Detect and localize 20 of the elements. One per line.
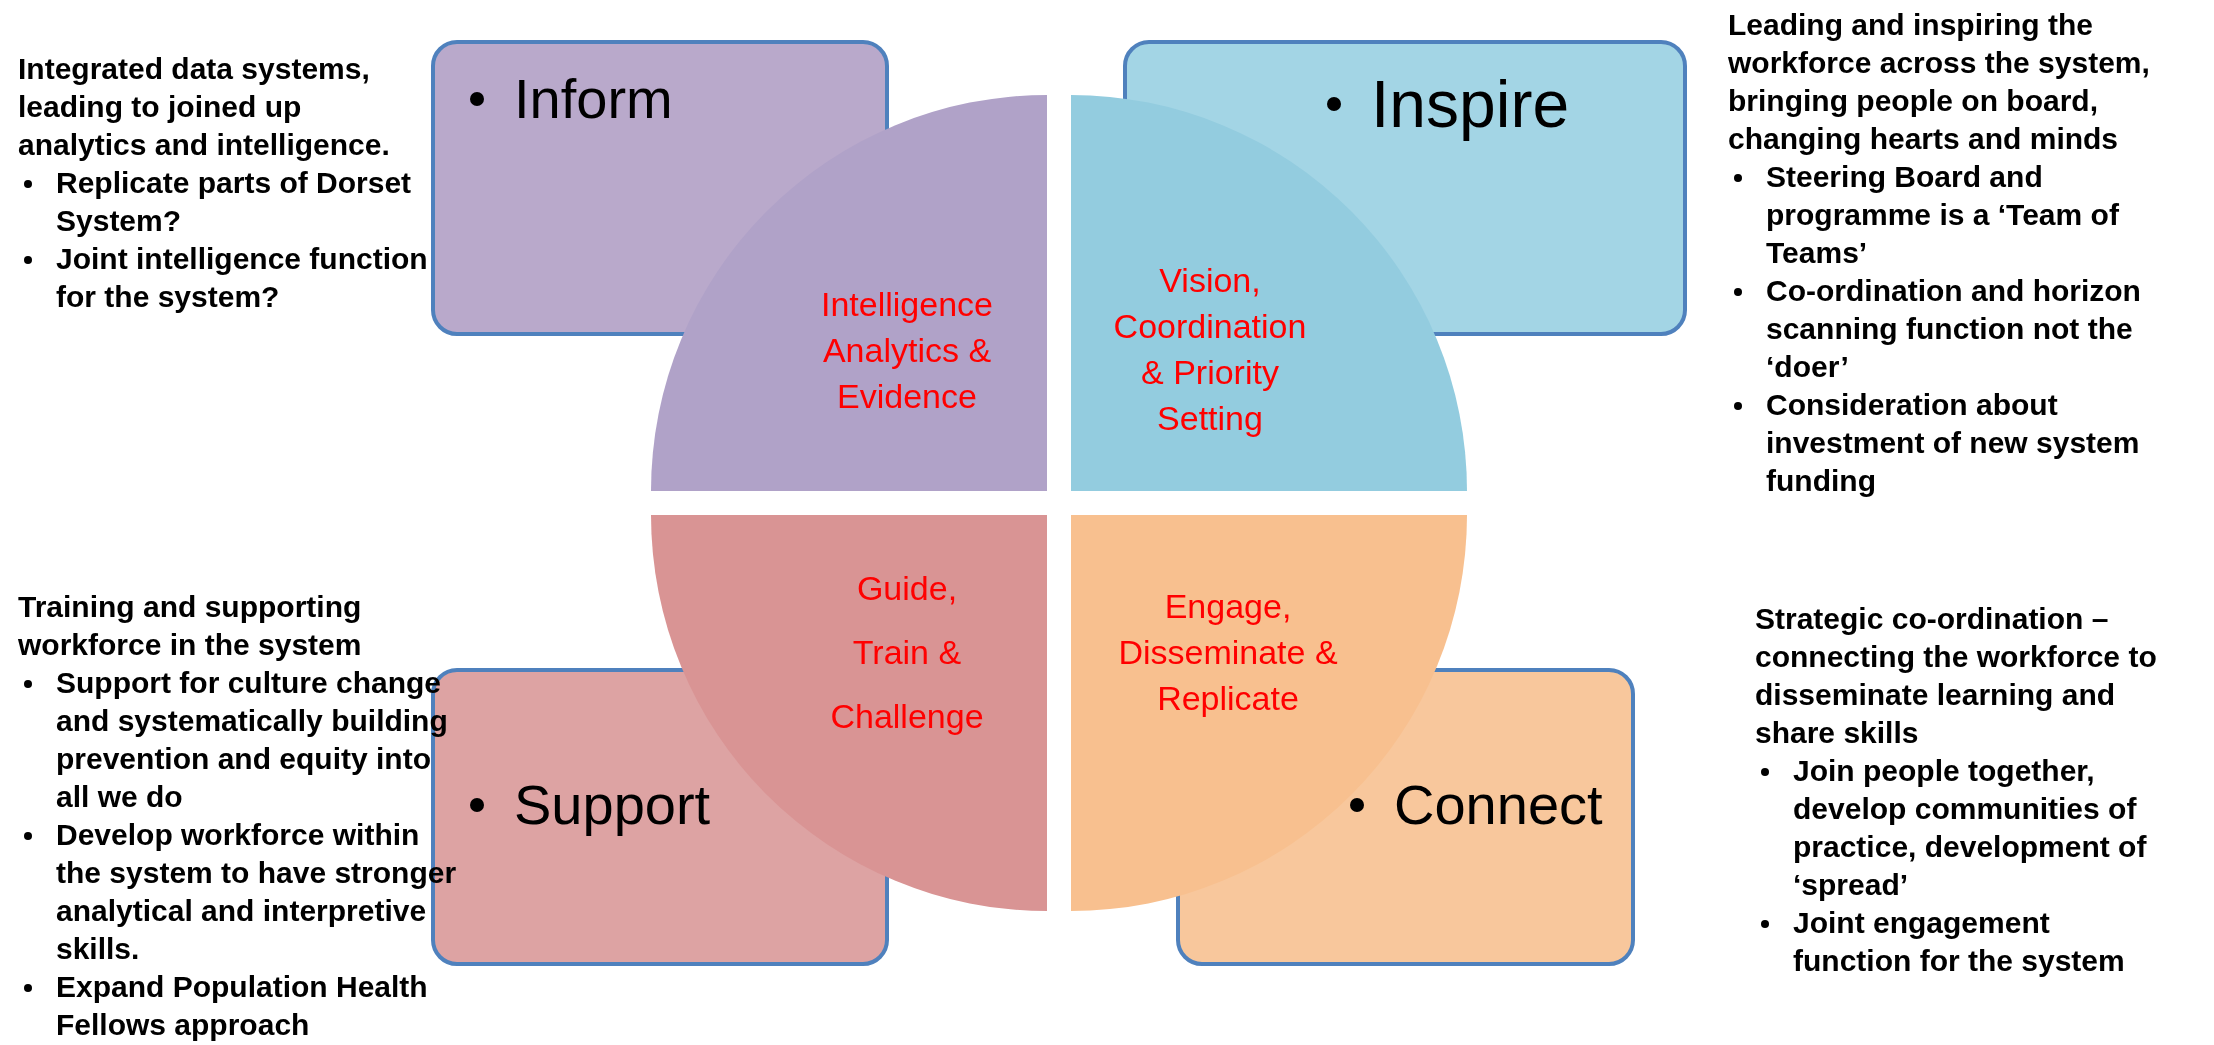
- box-title: Inspire: [1371, 66, 1570, 142]
- bullet-text: Expand Population Health Fellows approach: [56, 970, 428, 1041]
- description-text: Training and supporting workforce in the system: [18, 589, 363, 663]
- description-text: Integrated data systems, leading to joined up analytics and intelligence.: [18, 51, 391, 163]
- bullet-text: Consideration about investment of new system funding: [1766, 388, 2140, 497]
- description-text: Leading and inspiring the workforce across the system, bringing people on board, changing hearts and minds: [1728, 7, 2151, 157]
- description-text: Strategic co-ordination – connecting the workforce to disseminate learning and share skills: [1755, 601, 2158, 751]
- bullet-text: Replicate parts of Dorset System?: [56, 166, 412, 237]
- quadrant-label: Engage, Disseminate & Replicate: [1117, 586, 1339, 719]
- bullet-text: Joint engagement function for the system: [1793, 906, 2125, 977]
- box-title: Support: [514, 772, 711, 837]
- quadrant-label: Vision, Coordination & Priority Setting: [1112, 260, 1308, 439]
- bullet-text: Co-ordination and horizon scanning function not the ‘doer’: [1766, 274, 2141, 383]
- bullet-text: Joint intelligence function for the system?: [56, 242, 428, 313]
- quadrant-label: Intelligence Analytics & Evidence: [820, 284, 994, 417]
- bullet-text: Steering Board and programme is a ‘Team of Teams’: [1766, 160, 2119, 269]
- box-title: Connect: [1394, 772, 1603, 837]
- quadrant-label: Guide, Train & Challenge: [829, 568, 985, 737]
- box-title: Inform: [514, 66, 673, 131]
- bullet-text: Join people together, develop communities of practice, development of ‘spread’: [1793, 754, 2147, 901]
